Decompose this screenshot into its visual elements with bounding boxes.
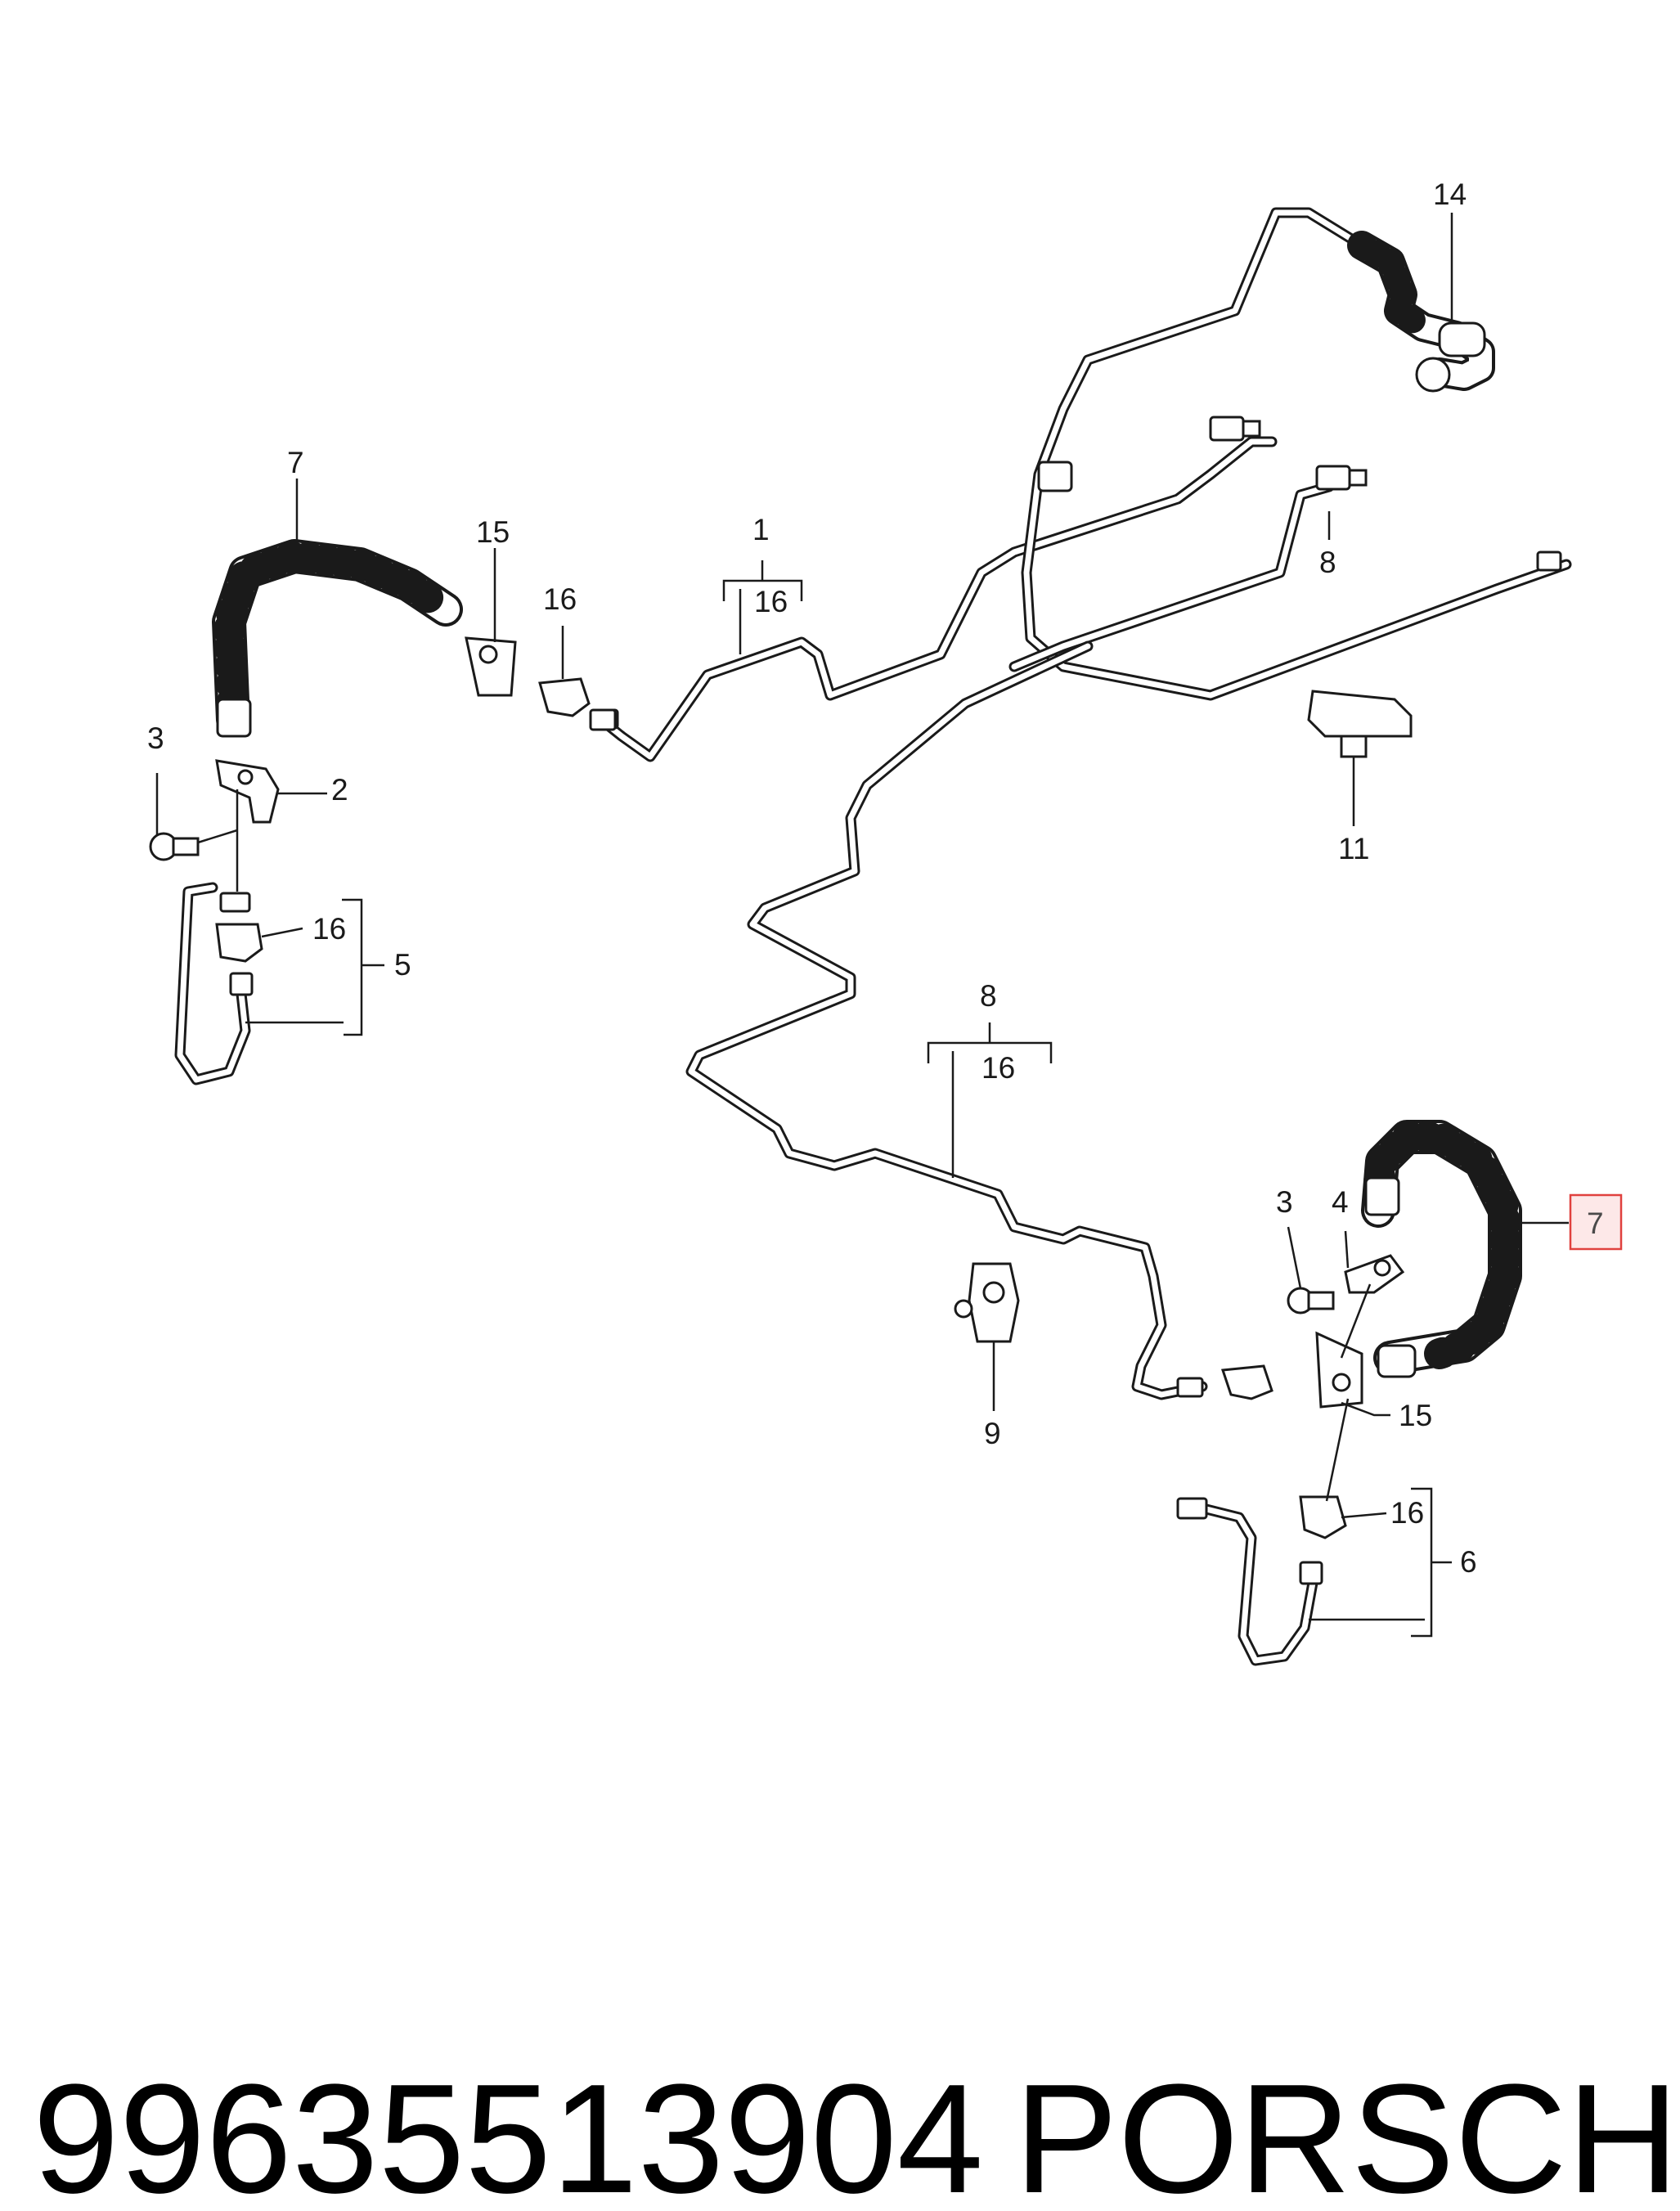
- label-16-left-clip: 16: [543, 582, 577, 616]
- label-3-right: 3: [1276, 1185, 1293, 1219]
- label-16-top-mid: 16: [754, 585, 788, 618]
- parts: [149, 321, 1562, 1585]
- label-4: 4: [1332, 1185, 1349, 1219]
- label-5: 5: [394, 948, 411, 982]
- footer: 99635513904 PORSCHE: [33, 2052, 1680, 2211]
- label-15-left: 15: [476, 515, 510, 549]
- label-6: 6: [1460, 1545, 1477, 1579]
- leader-lines: [155, 213, 1569, 1638]
- label-9: 9: [984, 1417, 1001, 1450]
- label-7-left: 7: [287, 446, 304, 479]
- label-16-right: 16: [1390, 1496, 1424, 1530]
- label-16-left-group: 16: [312, 912, 346, 946]
- part-number: 99635513904: [33, 2052, 983, 2211]
- part-labels: 1 16 7 15 16 3 2 16 5 14 8 11 8 16 9 3 4…: [147, 178, 1477, 1579]
- label-3-left: 3: [147, 721, 164, 755]
- label-1: 1: [752, 513, 770, 546]
- label-15-right: 15: [1399, 1399, 1432, 1432]
- highlighted-callout-7[interactable]: 7: [1569, 1193, 1623, 1251]
- label-14: 14: [1433, 178, 1467, 211]
- highlight-box: [1569, 1193, 1623, 1251]
- label-8-top: 8: [1319, 546, 1336, 579]
- brand-name: PORSCHE: [1014, 2052, 1680, 2211]
- hose-right[interactable]: [1361, 1120, 1522, 1375]
- label-2: 2: [331, 773, 348, 807]
- hose-left: [212, 539, 463, 737]
- label-11: 11: [1338, 832, 1369, 865]
- label-8-mid: 8: [980, 979, 997, 1013]
- brake-pipes: [174, 207, 1572, 1666]
- label-16-mid: 16: [981, 1051, 1015, 1085]
- label-7-right: 7: [1587, 1207, 1604, 1240]
